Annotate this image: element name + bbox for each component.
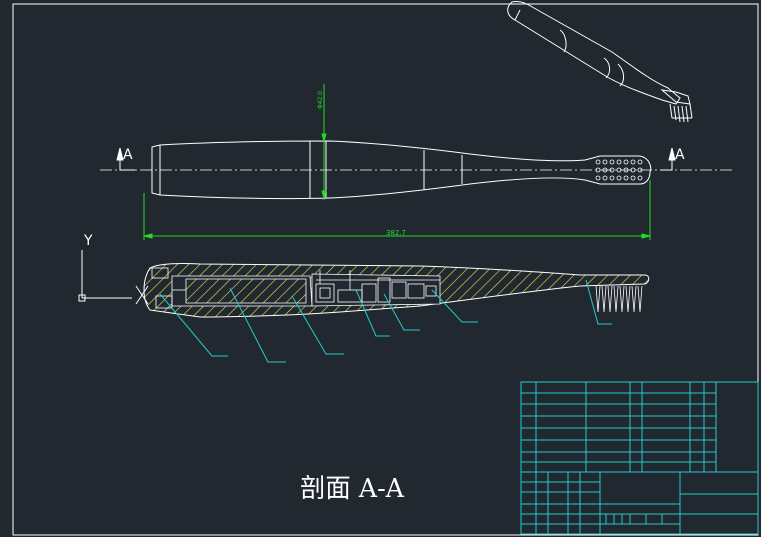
drawing-border [12,3,759,536]
section-arrow-left [119,162,135,171]
dimension-length-label: 382.7 [386,229,406,237]
ucs-axis-label: Y [83,233,93,249]
section-title: 剖面 A-A [300,474,405,504]
dimension-diameter [321,84,327,200]
part-leader-lines [159,279,612,363]
section-bristles [595,285,643,313]
section-mark-left: A [123,147,133,163]
brush-head-dots [595,159,643,181]
section-arrow-right [660,162,673,171]
front-view-toothbrush [100,140,735,200]
dimension-length [143,180,651,240]
section-view-toothbrush [143,263,650,318]
title-block [520,381,759,535]
ucs-axis-icon [78,250,149,305]
isometric-toothbrush [507,1,693,123]
dimension-diameter-label: Φ42.0 [317,91,324,109]
section-mark-right: A [675,147,685,163]
iso-bristles [669,103,693,123]
